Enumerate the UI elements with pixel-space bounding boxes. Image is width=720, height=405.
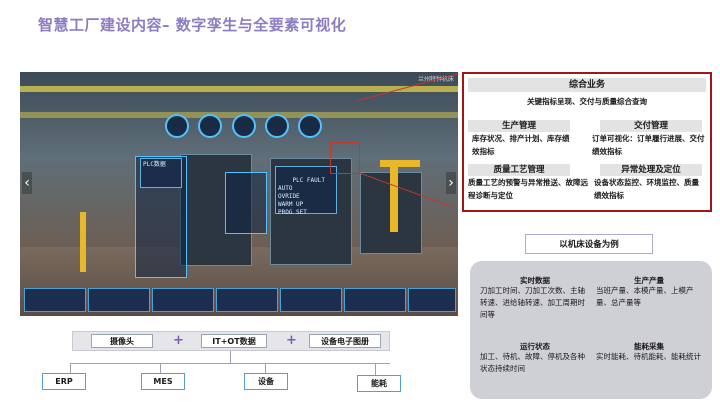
- delivery-text: 订单可视化：订单履行进展、交付绩效指标: [592, 134, 705, 156]
- delivery-caption: 交付管理: [600, 120, 702, 132]
- realtime-text: 刀加工时间、刀加工次数、主轴转速、进给轴转速、加工周期时间等: [480, 286, 585, 319]
- data-source-bar: 摄像头 + IT+OT数据 + 设备电子图册: [72, 331, 390, 351]
- factory-digital-twin-image: PLC数据 PLC FAULT AUTO OVRIDE WARM UP PROG…: [20, 72, 458, 316]
- mes-box: MES: [141, 373, 185, 390]
- exception-text: 设备状态监控、环境监控、质量绩效指标: [594, 178, 699, 200]
- status-title: 运行状态: [520, 342, 550, 351]
- exception-caption: 异常处理及定位: [600, 164, 702, 176]
- output-text: 当班产量、本模产量、上模产量、总产量等: [596, 286, 694, 307]
- quality-text: 质量工艺的预警与异常推送、故障远程诊断与定位: [468, 178, 588, 200]
- plc-data-panel: PLC数据: [140, 158, 182, 188]
- manual-box: 设备电子图册: [309, 334, 381, 348]
- camera-box: 摄像头: [91, 334, 153, 348]
- status-text: 加工、待机、故障、停机及各种状态持续时间: [480, 352, 585, 373]
- machine-status-panel: PLC FAULT AUTO OVRIDE WARM UP PROG SET: [275, 166, 337, 216]
- production-caption: 生产管理: [468, 120, 570, 132]
- quality-caption: 质量工艺管理: [468, 164, 570, 176]
- machine-data-panel: 实时数据 刀加工时间、刀加工次数、主轴转速、进给轴转速、加工周期时间等 生产产量…: [470, 261, 712, 399]
- business-subtitle: 关键指标呈现、交付与质量综合查询: [527, 97, 647, 106]
- energy-text: 实时能耗、待机能耗、能耗统计: [596, 352, 701, 361]
- callout-box: [330, 142, 360, 174]
- example-label: 以机床设备为例: [525, 234, 653, 254]
- erp-box: ERP: [42, 373, 86, 390]
- machine-status-text: PLC FAULT AUTO OVRIDE WARM UP PROG SET: [278, 177, 325, 216]
- brand-watermark: 兰州特种机床: [417, 76, 454, 83]
- business-panel: 综合业务 关键指标呈现、交付与质量综合查询 生产管理 库存状况、排产计划、库存绩…: [462, 72, 712, 212]
- plus-icon: +: [286, 333, 297, 348]
- business-header: 综合业务: [468, 78, 706, 92]
- plus-icon: +: [173, 333, 184, 348]
- energy-title: 能耗采集: [634, 342, 664, 351]
- page-title: 智慧工厂建设内容– 数字孪生与全要素可视化: [38, 16, 347, 34]
- plc-label: PLC数据: [143, 161, 166, 168]
- output-title: 生产产量: [634, 276, 664, 285]
- energy-box: 能耗: [357, 375, 401, 392]
- realtime-title: 实时数据: [520, 276, 550, 285]
- production-text: 库存状况、排产计划、库存绩效指标: [472, 134, 570, 156]
- equipment-box: 设备: [244, 373, 288, 390]
- next-arrow-icon[interactable]: ›: [446, 172, 456, 194]
- prev-arrow-icon[interactable]: ‹: [22, 172, 32, 194]
- itot-box: IT+OT数据: [201, 334, 267, 348]
